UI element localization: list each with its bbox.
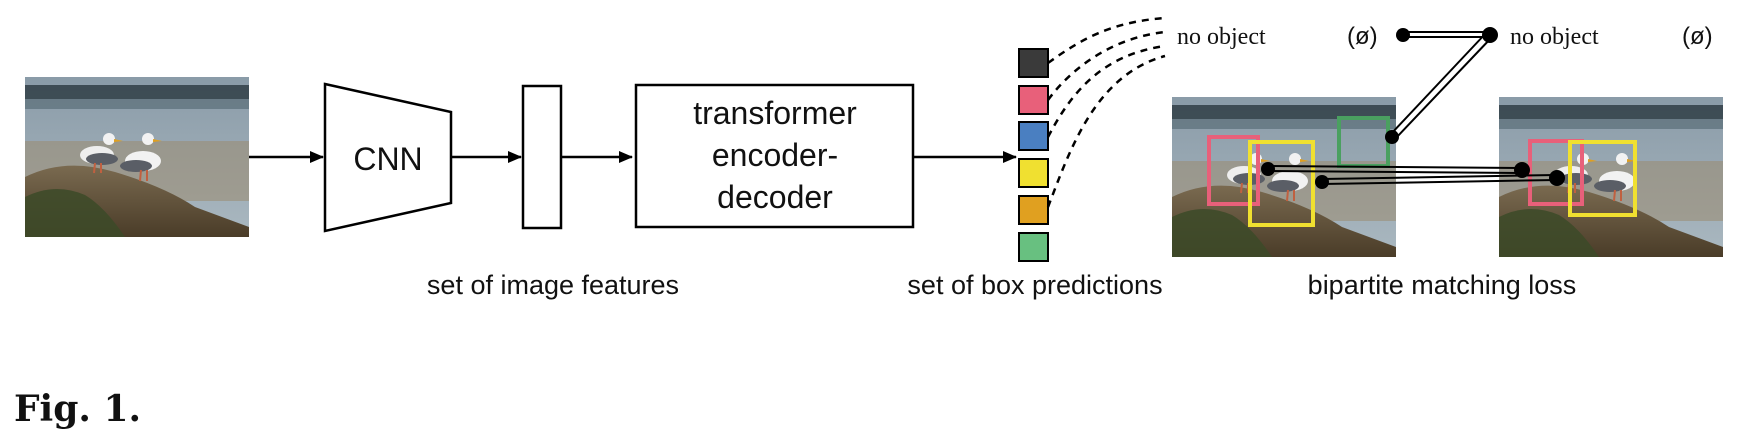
match-dot-red-pred — [1261, 162, 1275, 176]
prediction-box-green — [1018, 232, 1049, 262]
no-object-pred-label: no object — [1177, 24, 1266, 50]
transformer-label-line1: transformer — [693, 95, 857, 131]
matching-dots — [1261, 27, 1565, 189]
match-line-green-a — [1389, 31, 1488, 136]
prediction-boxes — [1018, 48, 1049, 262]
dashed-link-2 — [1046, 30, 1166, 101]
caption-image-features: set of image features — [427, 270, 679, 300]
no-object-gt-label: no object — [1510, 24, 1599, 50]
no-object-gt-symbol: (ø) — [1682, 23, 1713, 50]
dashed-links — [1046, 16, 1166, 208]
match-dot-noobj-pred — [1396, 28, 1410, 42]
prediction-image — [1172, 97, 1396, 257]
match-dot-green — [1385, 130, 1399, 144]
dashed-link-3 — [1046, 44, 1166, 138]
match-dot-noobj-gt — [1482, 27, 1498, 43]
cnn-block — [323, 82, 453, 233]
transformer-label-line2: encoder- — [712, 137, 838, 173]
figure-caption: Fig. 1. — [14, 388, 142, 430]
prediction-box-blue — [1018, 121, 1049, 151]
ground-truth-image — [1499, 97, 1723, 257]
gt-bbox-red — [1528, 139, 1584, 206]
match-dot-red-gt — [1514, 162, 1530, 178]
match-line-red-b — [1267, 170, 1521, 174]
gt-bbox-yellow — [1568, 140, 1637, 217]
pred-bbox-red — [1207, 135, 1260, 206]
matching-lines — [1267, 31, 1557, 185]
match-line-green-b — [1394, 36, 1493, 140]
transformer-block — [634, 83, 915, 229]
prediction-box-dark — [1018, 48, 1049, 78]
pred-bbox-yellow — [1248, 140, 1315, 227]
match-line-red-a — [1267, 165, 1521, 169]
match-dot-yellow-gt — [1549, 170, 1565, 186]
image-features-block — [521, 84, 563, 230]
transformer-label-line3: decoder — [717, 179, 833, 215]
dashed-link-1 — [1047, 16, 1166, 65]
caption-box-predictions: set of box predictions — [907, 270, 1162, 300]
input-image — [25, 77, 249, 237]
dashed-link-4 — [1046, 54, 1166, 208]
prediction-box-pink — [1018, 85, 1049, 115]
prediction-box-orange — [1018, 195, 1049, 225]
caption-matching-loss: bipartite matching loss — [1308, 270, 1577, 300]
prediction-box-yellow — [1018, 158, 1049, 188]
match-line-yellow-b — [1321, 179, 1557, 185]
match-dot-yellow-pred — [1315, 175, 1329, 189]
cnn-label: CNN — [353, 141, 422, 177]
no-object-pred-symbol: (ø) — [1347, 23, 1378, 50]
